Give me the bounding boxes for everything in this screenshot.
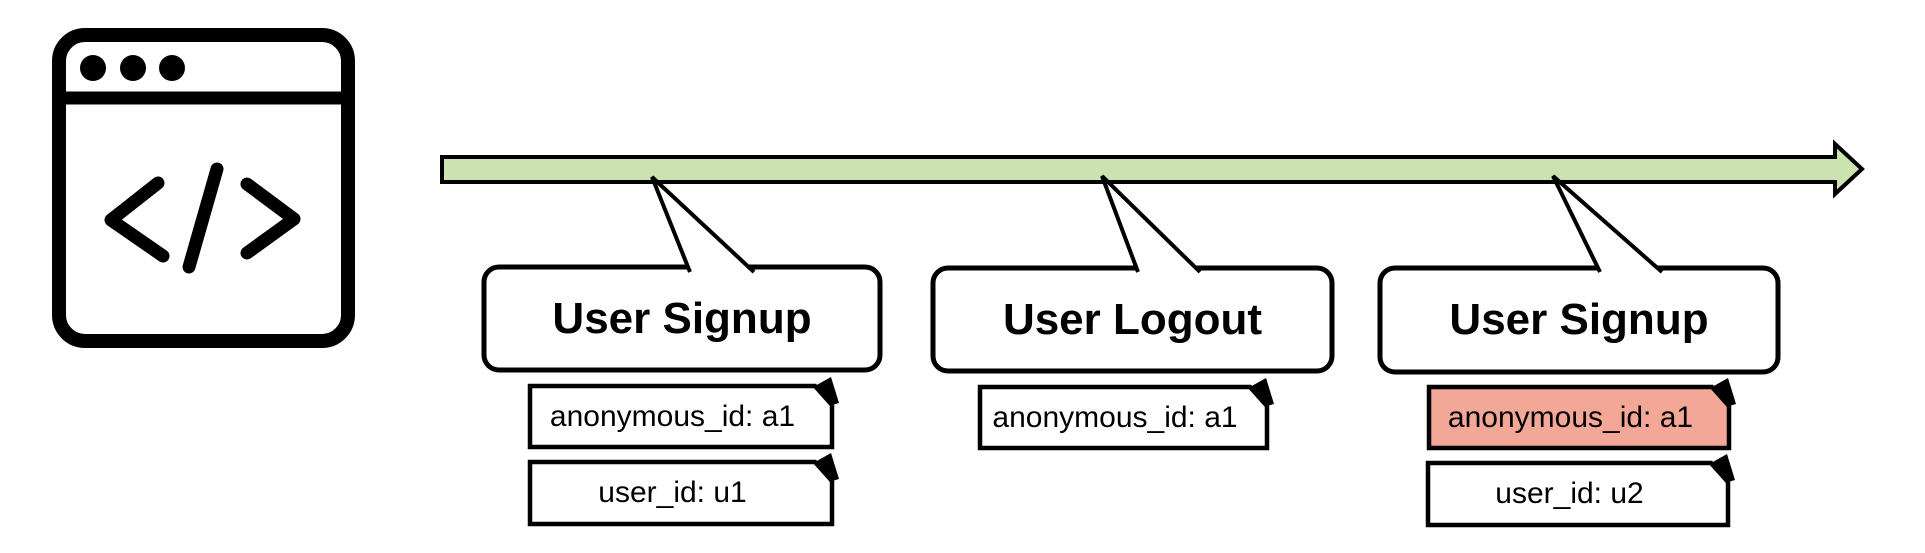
note-fold-icon <box>1711 454 1735 482</box>
note-shape-user-id-2 <box>1425 454 1735 528</box>
note-shape-anonymous-id-3-highlighted <box>1426 378 1736 451</box>
callout-tail-3 <box>1551 174 1664 274</box>
note-fold-icon <box>815 377 839 405</box>
note-shape-anonymous-id-2 <box>977 378 1274 451</box>
callout-tail-1 <box>650 175 756 274</box>
note-fold-icon <box>1250 378 1274 406</box>
browser-window-frame <box>52 28 355 348</box>
code-glyph-icon <box>104 162 301 274</box>
code-browser-icon <box>52 28 355 348</box>
event-box-user-logout <box>930 265 1335 374</box>
browser-titlebar-dots-icon <box>80 55 185 81</box>
note-shape-anonymous-id-1 <box>527 377 839 450</box>
note-fold-icon <box>815 453 839 481</box>
note-fold-icon <box>1712 378 1736 406</box>
note-shape-user-id-1 <box>527 453 839 527</box>
callout-tail-2 <box>1100 174 1202 274</box>
event-box-user-signup-2 <box>1377 265 1781 375</box>
event-box-user-signup-1 <box>481 264 883 373</box>
timeline-arrow <box>440 139 1865 199</box>
